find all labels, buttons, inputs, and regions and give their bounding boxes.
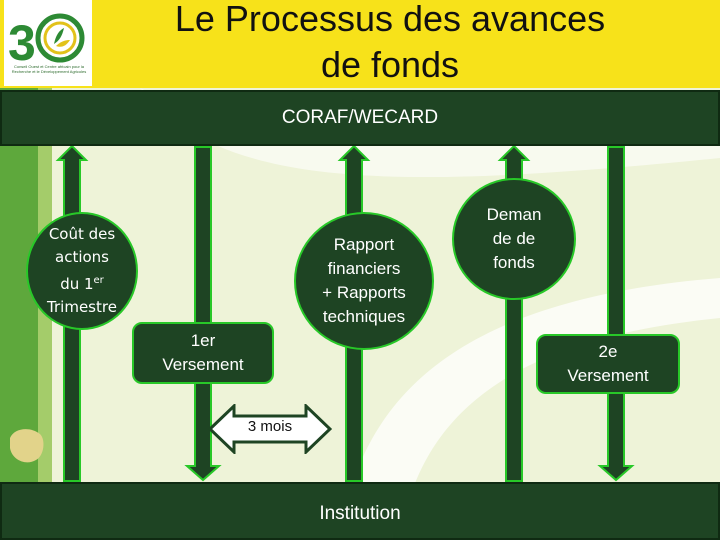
demande-line-3: fonds xyxy=(493,253,535,272)
versement2-line-2: Versement xyxy=(567,366,649,385)
node-cout-actions: Coût des actions du 1er Trimestre xyxy=(26,212,138,330)
rapport-line-3: + Rapports xyxy=(322,283,406,302)
cout-line-4: Trimestre xyxy=(47,298,117,316)
node-demande-fonds: Deman de de fonds xyxy=(452,178,576,300)
page-title: Le Processus des avances de fonds xyxy=(100,0,680,88)
institution-bar: Institution xyxy=(0,482,720,540)
node-versement-1: 1er Versement xyxy=(132,322,274,384)
rapport-line-1: Rapport xyxy=(333,235,395,254)
versement1-line-2: Versement xyxy=(162,355,244,374)
coraf-bar: CORAF/WECARD xyxy=(0,90,720,146)
rapport-line-4: techniques xyxy=(322,307,406,326)
cout-line-3-text: du 1 xyxy=(60,275,94,293)
title-line-2: de fonds xyxy=(320,44,460,85)
cout-line-1: Coût des xyxy=(48,225,116,243)
duration-double-arrow xyxy=(208,404,332,454)
demande-line-1: Deman xyxy=(486,205,542,224)
arrow-down-versement2 xyxy=(597,146,635,482)
demande-line-2: de de xyxy=(492,229,536,248)
header xyxy=(0,0,720,88)
arrow-down-versement1 xyxy=(184,146,222,482)
cout-line-2: actions xyxy=(55,248,109,266)
cout-line-3: du 1er xyxy=(47,269,117,296)
node-versement-2: 2e Versement xyxy=(536,334,680,394)
versement1-line-1: 1er xyxy=(190,331,216,350)
node-rapport: Rapport financiers + Rapports techniques xyxy=(294,212,434,350)
logo-caption: Conseil Ouest et Centre africain pour la… xyxy=(11,64,87,74)
rapport-line-2: financiers xyxy=(327,259,401,278)
duration-label: 3 mois xyxy=(247,418,293,435)
cout-line-3-sup: er xyxy=(93,275,104,286)
logo-graphic: 3 xyxy=(8,13,85,71)
coraf-logo: 3 Conseil Ouest et Centre africain pour … xyxy=(4,0,92,86)
versement2-line-1: 2e xyxy=(598,342,618,361)
svg-text:3: 3 xyxy=(8,15,36,71)
title-line-1: Le Processus des avances xyxy=(174,0,606,39)
